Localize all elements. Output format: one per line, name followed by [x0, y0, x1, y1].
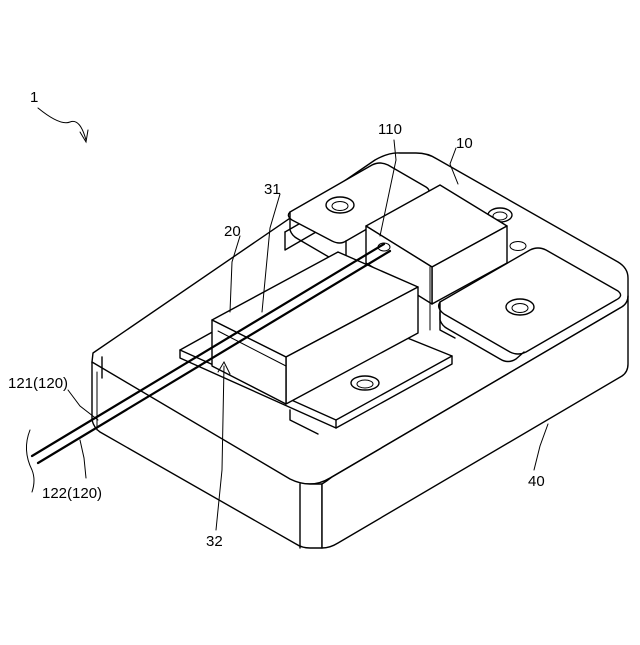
label-31: 31 [264, 181, 281, 198]
label-122: 122(120) [42, 485, 102, 502]
label-110: 110 [378, 121, 402, 138]
label-121: 121(120) [8, 375, 68, 392]
label-32: 32 [206, 533, 223, 550]
label-10: 10 [456, 135, 473, 152]
label-20: 20 [224, 223, 241, 240]
label-40: 40 [528, 473, 545, 490]
label-device: 1 [30, 89, 38, 106]
